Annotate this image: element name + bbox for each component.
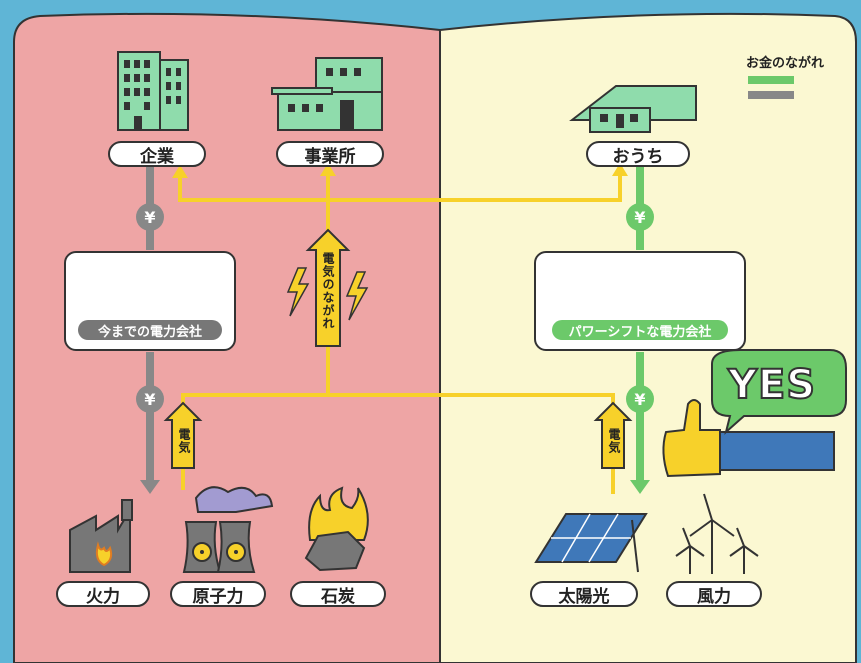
- new-utility-label: パワーシフトな電力会社: [552, 320, 728, 340]
- yen-icon: ¥: [626, 203, 654, 231]
- coal-label: 石炭: [290, 581, 386, 607]
- office-building-icon: [271, 57, 383, 131]
- lightning-icon: [345, 271, 369, 321]
- thermal-factory-icon: [69, 499, 133, 573]
- solar-panel-icon: [534, 513, 648, 573]
- electricity-arrowheads: [172, 163, 628, 178]
- electricity-flow-label: 電気のながれ: [321, 252, 335, 330]
- company-building-icon: [117, 51, 189, 131]
- legend-gray-bar: [748, 91, 794, 99]
- electricity-label-right: 電気: [607, 428, 621, 454]
- solar-label: 太陽光: [530, 581, 638, 607]
- yen-icon: ¥: [136, 385, 164, 413]
- electricity-flow-arrow: [305, 228, 351, 347]
- legend-title: お金のながれ: [746, 56, 825, 71]
- nuclear-plant-icon: [182, 486, 274, 573]
- wind-label: 風力: [666, 581, 762, 607]
- coal-icon: [304, 486, 369, 572]
- electricity-arrow-right: [593, 401, 633, 469]
- office-label: 事業所: [276, 141, 384, 167]
- nuclear-label: 原子力: [170, 581, 266, 607]
- house-icon: [569, 85, 697, 133]
- yen-icon: ¥: [136, 203, 164, 231]
- electricity-arrow-left: [163, 401, 203, 469]
- thumbs-up-icon: [662, 399, 835, 478]
- old-utility-label: 今までの電力会社: [78, 320, 222, 340]
- yes-text: YES: [727, 361, 817, 409]
- legend-green-bar: [748, 76, 794, 84]
- house-label: おうち: [586, 141, 690, 167]
- company-label: 企業: [108, 141, 206, 167]
- wind-turbines-icon: [675, 493, 759, 574]
- thermal-label: 火力: [56, 581, 150, 607]
- lightning-icon: [286, 267, 310, 317]
- electricity-label-left: 電気: [177, 428, 191, 454]
- yen-icon: ¥: [626, 385, 654, 413]
